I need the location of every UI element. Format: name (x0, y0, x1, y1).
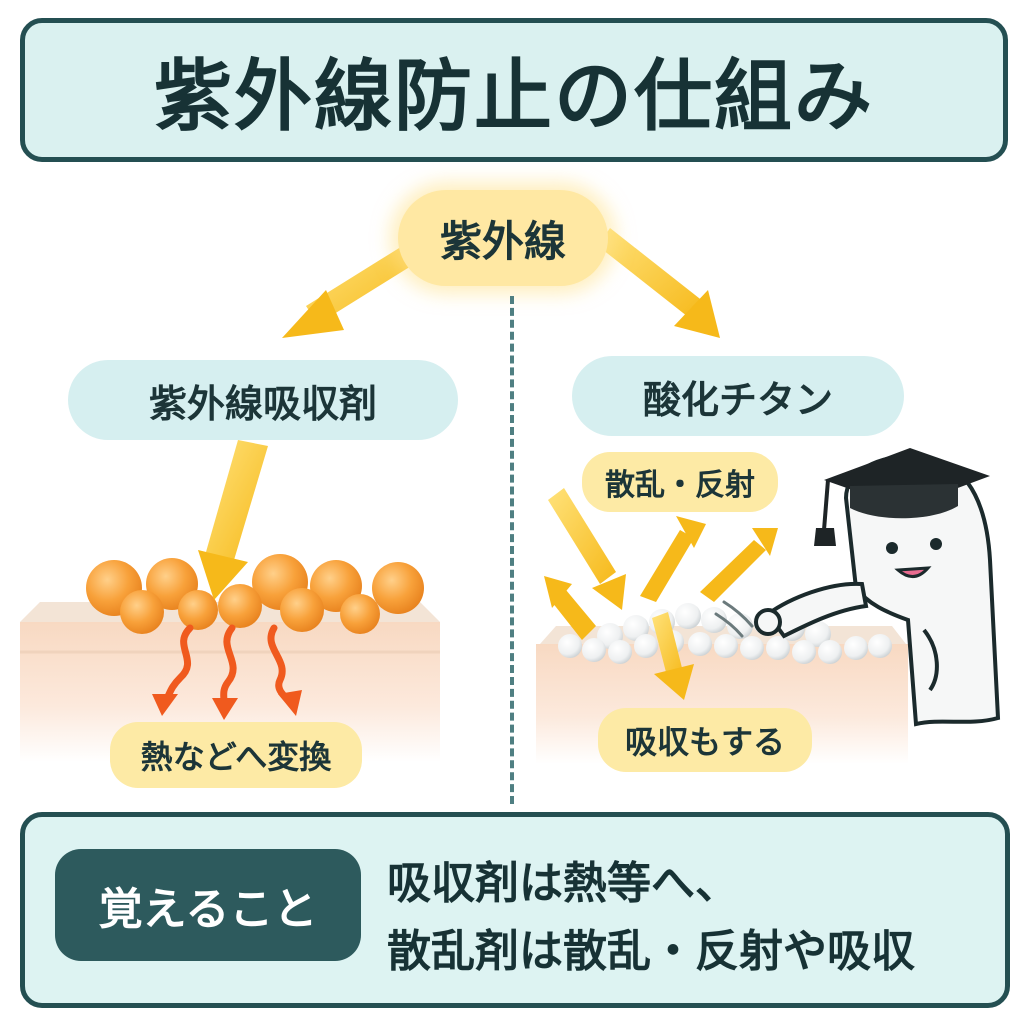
summary-line-2: 散乱剤は散乱・反射や吸収 (387, 926, 915, 977)
uv-source-label: 紫外線 (398, 190, 608, 286)
uv-arrow-left (282, 240, 424, 338)
heat-conversion-label: 熱などへ変換 (110, 722, 362, 788)
summary-line-1: 吸収剤は熱等へ、 (387, 858, 739, 909)
also-absorbs-label: 吸収もする (598, 708, 812, 772)
uv-absorber-heading: 紫外線吸収剤 (68, 360, 458, 440)
column-divider (510, 296, 514, 804)
summary-panel: 覚えること 吸収剤は熱等へ、 散乱剤は散乱・反射や吸収 (20, 812, 1010, 1008)
uv-arrow-into-absorber (198, 440, 268, 600)
absorber-particles (86, 554, 424, 634)
titanium-oxide-heading: 酸化チタン (572, 356, 904, 436)
page-title: 紫外線防止の仕組み (153, 52, 874, 142)
incoming-uv-arrows (548, 488, 626, 610)
mascot-ghost-icon (714, 453, 1001, 727)
title-banner: 紫外線防止の仕組み (20, 18, 1008, 162)
graduation-cap-icon (814, 448, 990, 546)
absorb-arrow (652, 612, 694, 700)
scatter-arrows (544, 516, 778, 640)
uv-arrow-right (598, 228, 720, 338)
heat-arrowheads (152, 690, 302, 720)
summary-label: 覚えること (55, 849, 361, 961)
scatter-reflect-label: 散乱・反射 (582, 452, 778, 512)
